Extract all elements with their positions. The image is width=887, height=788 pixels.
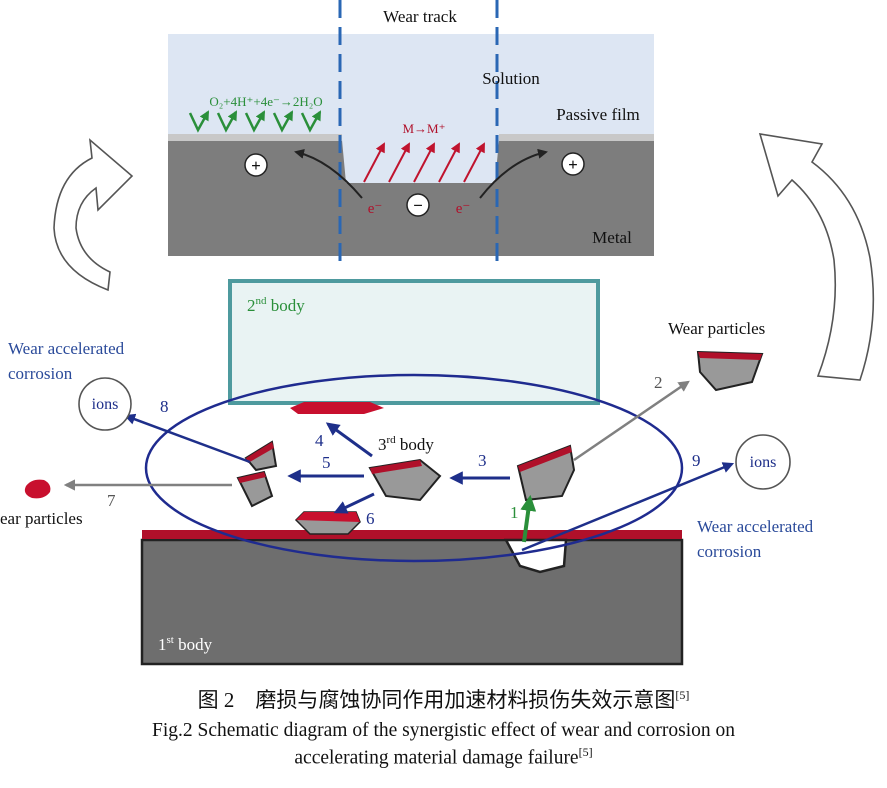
embedded-particle (294, 511, 361, 535)
step-arrow-1 (520, 494, 537, 543)
electron-label-right: e⁻ (456, 201, 471, 217)
step-arrow-2 (573, 380, 690, 462)
electron-flow-right (479, 148, 548, 199)
figure-caption-chinese: 图 2 磨损与腐蚀协同作用加速材料损伤失效示意图[5] (197, 688, 690, 712)
cycle-arrow-left (53, 138, 134, 292)
step-number-8: 8 (160, 397, 169, 416)
figure-caption-english-line2: accelerating material damage failure[5] (294, 745, 593, 769)
metal-label: Metal (592, 228, 632, 247)
svg-text:+: + (251, 156, 261, 175)
cycle-arrow-right (758, 133, 875, 381)
wear-track-label: Wear track (383, 7, 457, 26)
svg-text:ions: ions (750, 454, 777, 471)
ejected-wear-particle (696, 350, 764, 392)
second-body-label: 2nd body (247, 295, 305, 315)
debris-particle-left (24, 479, 51, 499)
step-arrow-4 (325, 422, 373, 458)
electron-flow-left (294, 148, 363, 199)
step-number-9: 9 (692, 451, 701, 470)
electron-label-left: e⁻ (368, 201, 383, 217)
step-number-4: 4 (315, 431, 324, 450)
passive-film-right (499, 134, 654, 141)
first-body-passive-film (142, 530, 682, 539)
third-body-particle (368, 458, 442, 502)
second-body (228, 279, 600, 405)
metal-dissolution-arrows (363, 142, 485, 183)
first-body-label: 1st body (158, 634, 213, 654)
step-number-2: 2 (654, 373, 663, 392)
step-arrow-9 (521, 462, 735, 552)
cathode-plus-sign-right: + (561, 152, 585, 176)
step-number-7: 7 (107, 491, 116, 510)
transfer-film (290, 402, 384, 414)
solution-label: Solution (482, 69, 540, 88)
step-number-6: 6 (366, 509, 375, 528)
electrochemistry-panel: Wear track Solution Passive film Metal O… (168, 0, 654, 262)
ions-left: ions (78, 377, 132, 431)
svg-text:−: − (413, 196, 423, 215)
figure-caption-english-line1: Fig.2 Schematic diagram of the synergist… (151, 720, 736, 741)
svg-text:+: + (568, 155, 578, 174)
svg-text:ions: ions (92, 396, 119, 413)
third-body-label: 3rd body (378, 434, 434, 454)
fragmented-particles (236, 440, 278, 508)
step-arrow-8 (123, 413, 251, 464)
wear-accelerated-corrosion-left-line1: Wear accelerated (8, 339, 125, 358)
wear-accelerated-corrosion-left-line2: corrosion (8, 364, 73, 383)
particle-detaching (516, 444, 576, 502)
cathodic-reaction: O₂+4H⁺+4e⁻→2H₂O (209, 94, 322, 109)
wear-particles-label-right: Wear particles (668, 319, 765, 338)
wear-accelerated-corrosion-right-line1: Wear accelerated (697, 517, 814, 536)
step-number-5: 5 (322, 453, 331, 472)
anode-minus-sign: − (406, 193, 430, 217)
contact-zone-ellipse (144, 373, 684, 563)
step-number-1: 1 (510, 503, 519, 522)
ions-right: ions (735, 434, 791, 490)
first-body: 1st body (140, 530, 684, 666)
wear-particles-label-left: ear particles (0, 509, 83, 528)
oxygen-reduction-arrows (188, 110, 322, 133)
cathode-plus-sign: + (244, 153, 268, 177)
step-arrow-6 (333, 492, 375, 514)
anodic-reaction: M→M⁺ (403, 121, 446, 136)
wear-accelerated-corrosion-right-line2: corrosion (697, 542, 762, 561)
passive-film-left (168, 134, 342, 141)
step-number-3: 3 (478, 451, 487, 470)
passive-film-label: Passive film (556, 105, 640, 124)
